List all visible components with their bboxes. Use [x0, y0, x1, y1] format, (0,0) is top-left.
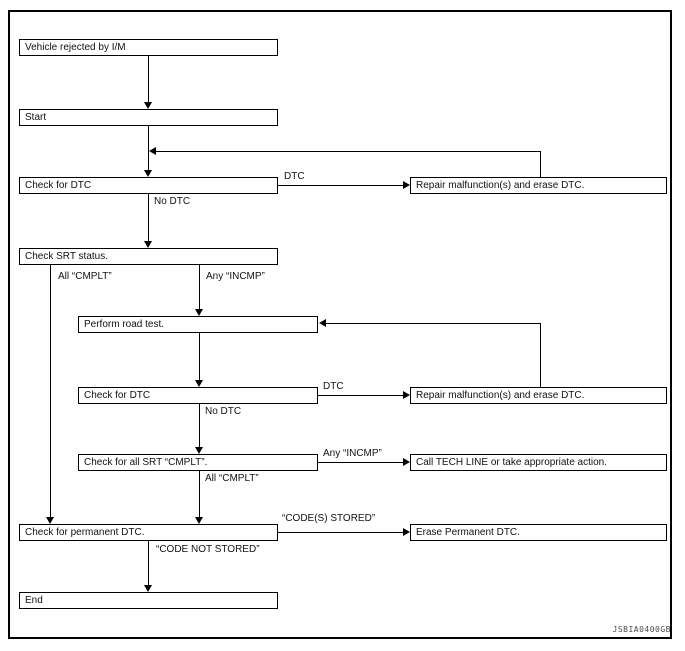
edge-label-code-not-stored: “CODE NOT STORED”	[155, 544, 261, 556]
flow-box-start: Start	[19, 109, 278, 126]
connector-vehicle-to-start	[148, 56, 149, 102]
flow-box-end: End	[19, 592, 278, 609]
connector-any-incmp-branch	[199, 265, 200, 309]
edge-label-all-cmplt-1: All “CMPLT”	[57, 271, 113, 283]
edge-label-no-dtc-2: No DTC	[204, 406, 243, 418]
edge-label-codes-stored: “CODE(S) STORED”	[281, 513, 377, 525]
arrowhead-left-feedback-2	[319, 319, 326, 327]
flow-box-repair-erase-dtc-2: Repair malfunction(s) and erase DTC.	[410, 387, 667, 404]
edge-label-any-incmp-2: Any “INCMP”	[322, 448, 383, 460]
arrowhead-down-check-all-srt	[195, 447, 203, 454]
flow-box-erase-permanent-dtc: Erase Permanent DTC.	[410, 524, 667, 541]
arrowhead-down-check-srt	[144, 241, 152, 248]
flow-box-check-dtc-2: Check for DTC	[78, 387, 318, 404]
figure-code: JSBIA0400GB	[612, 625, 671, 634]
arrowhead-down-start	[144, 102, 152, 109]
feedback-1-vertical	[540, 151, 541, 177]
connector-all-srt-to-tech-line	[318, 462, 403, 463]
connector-dtc-2-to-repair-2	[318, 395, 403, 396]
connector-road-test-to-check-dtc-2	[199, 333, 200, 380]
arrowhead-right-erase-permanent	[403, 528, 410, 536]
arrowhead-right-repair-2	[403, 391, 410, 399]
arrowhead-down-end	[144, 585, 152, 592]
connector-start-to-check-dtc-1	[148, 126, 149, 170]
flow-box-perform-road-test: Perform road test.	[78, 316, 318, 333]
connector-check-dtc-2-to-all-srt	[199, 404, 200, 447]
arrowhead-down-permanent-mid	[195, 517, 203, 524]
edge-label-dtc-2: DTC	[322, 381, 345, 393]
edge-label-no-dtc-1: No DTC	[153, 196, 192, 208]
arrowhead-right-repair-1	[403, 181, 410, 189]
flow-box-call-tech-line: Call TECH LINE or take appropriate actio…	[410, 454, 667, 471]
connector-check-dtc-1-to-srt	[148, 194, 149, 241]
connector-permanent-to-erase	[278, 532, 403, 533]
feedback-2-horizontal	[326, 323, 541, 324]
flow-box-check-dtc-1: Check for DTC	[19, 177, 278, 194]
flow-box-repair-erase-dtc-1: Repair malfunction(s) and erase DTC.	[410, 177, 667, 194]
flow-box-check-srt-status: Check SRT status.	[19, 248, 278, 265]
arrowhead-left-feedback-1	[149, 147, 156, 155]
arrowhead-down-check-dtc-1	[144, 170, 152, 177]
feedback-2-vertical	[540, 323, 541, 387]
arrowhead-right-tech-line	[403, 458, 410, 466]
edge-label-all-cmplt-2: All “CMPLT”	[204, 473, 260, 485]
arrowhead-down-road-test	[195, 309, 203, 316]
edge-label-any-incmp-1: Any “INCMP”	[205, 271, 266, 283]
flow-box-vehicle-rejected: Vehicle rejected by I/M	[19, 39, 278, 56]
edge-label-dtc-1: DTC	[283, 171, 306, 183]
connector-all-cmplt-branch	[50, 265, 51, 517]
connector-all-srt-to-permanent	[199, 471, 200, 517]
arrowhead-down-check-dtc-2	[195, 380, 203, 387]
arrowhead-down-permanent-left	[46, 517, 54, 524]
feedback-1-horizontal	[156, 151, 541, 152]
connector-dtc-1-to-repair-1	[278, 185, 403, 186]
flow-box-check-permanent-dtc: Check for permanent DTC.	[19, 524, 278, 541]
flow-box-check-all-srt-cmplt: Check for all SRT “CMPLT”.	[78, 454, 318, 471]
connector-permanent-to-end	[148, 541, 149, 585]
